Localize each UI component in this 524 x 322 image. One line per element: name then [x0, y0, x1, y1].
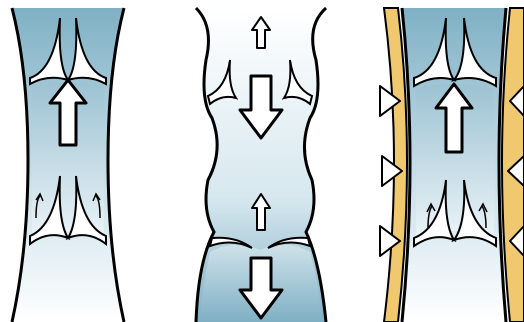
- panel-valve-open: [12, 8, 124, 322]
- panel-muscle-pump: [380, 8, 524, 322]
- panel-valve-reflux: [196, 8, 326, 322]
